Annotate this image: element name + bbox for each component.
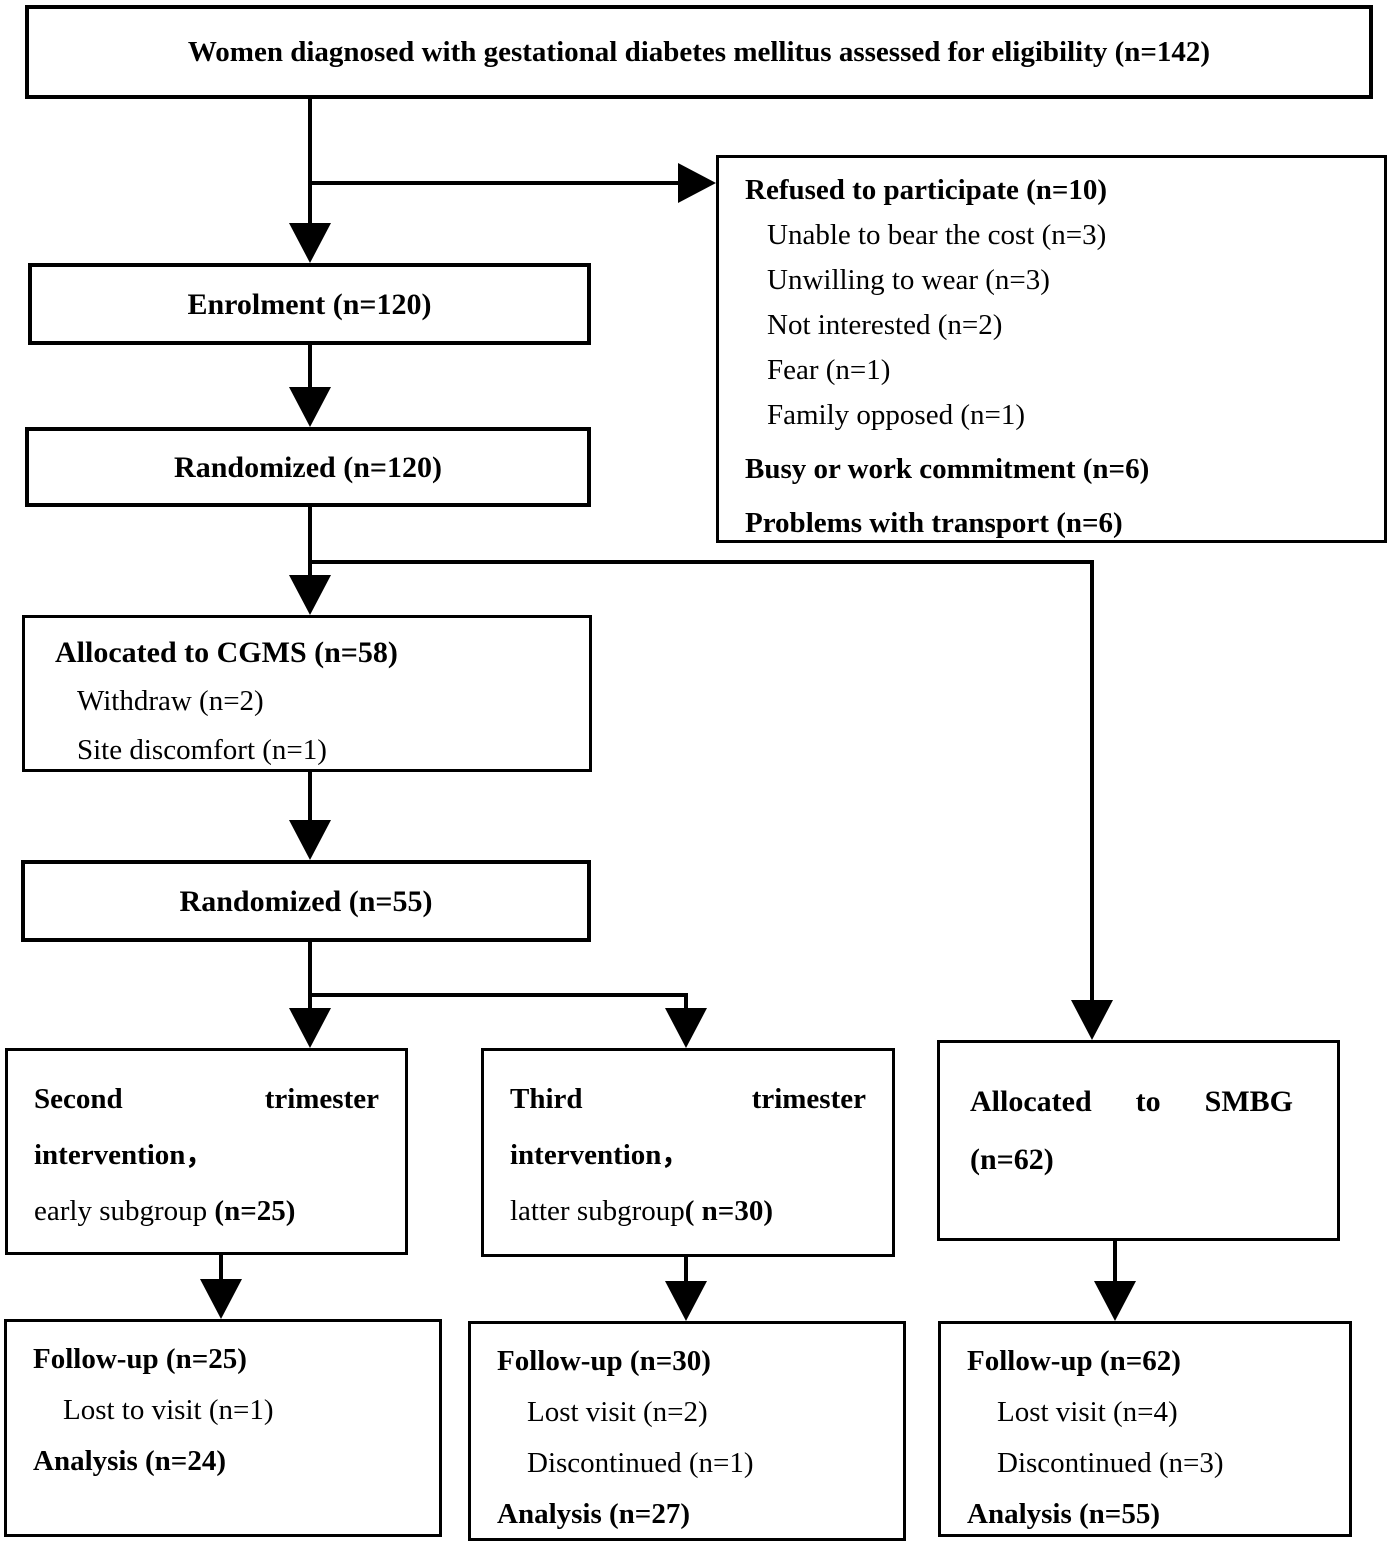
smbg-word2: to bbox=[1135, 1085, 1161, 1118]
third-subgroup-n: ( n=30) bbox=[684, 1195, 773, 1227]
third-trimester-line1: Third trimester bbox=[510, 1071, 866, 1127]
followup25-box: Follow-up (n=25) Lost to visit (n=1) Ana… bbox=[4, 1319, 442, 1537]
arrowhead-to-refused bbox=[678, 163, 716, 203]
smbg-word3: SMBG bbox=[1204, 1085, 1293, 1118]
smbg-line1: Allocated to SMBG bbox=[970, 1073, 1293, 1131]
followup30-line4: Analysis (n=27) bbox=[497, 1498, 690, 1530]
enrolment-box: Enrolment (n=120) bbox=[28, 263, 591, 345]
refused-box: Refused to participate (n=10) Unable to … bbox=[716, 155, 1387, 543]
second-trimester-line3: early subgroup (n=25) bbox=[34, 1183, 379, 1239]
smbg-word1: Allocated bbox=[970, 1085, 1092, 1118]
eligibility-title: Women diagnosed with gestational diabete… bbox=[187, 35, 1211, 68]
followup25-line2: Lost to visit (n=1) bbox=[63, 1394, 274, 1426]
second-trimester-line1: Second trimester bbox=[34, 1071, 379, 1127]
followup25-line3: Analysis (n=24) bbox=[33, 1445, 226, 1477]
followup30-box: Follow-up (n=30) Lost visit (n=2) Discon… bbox=[468, 1321, 906, 1541]
arrowhead-to-randomized120 bbox=[289, 387, 331, 427]
connector-to-refused bbox=[308, 181, 678, 185]
connector-smbg-followup bbox=[1113, 1241, 1117, 1285]
arrowhead-to-second bbox=[289, 1008, 331, 1048]
connector-top-vertical bbox=[308, 99, 312, 227]
smbg-line2: (n=62) bbox=[970, 1143, 1054, 1176]
randomized55-box: Randomized (n=55) bbox=[21, 860, 591, 942]
cgms-item: Withdraw (n=2) bbox=[77, 685, 264, 717]
third-subgroup-label: latter subgroup bbox=[510, 1195, 685, 1227]
arrowhead-to-followup25 bbox=[200, 1279, 242, 1319]
connector-enrolment-randomized bbox=[308, 345, 312, 391]
followup30-line2: Lost visit (n=2) bbox=[527, 1396, 708, 1428]
connector-randomized-cgms bbox=[308, 507, 312, 579]
connector-branch-third bbox=[308, 993, 688, 997]
third-word2: trimester bbox=[751, 1083, 866, 1115]
connector-to-third bbox=[684, 993, 688, 1013]
arrowhead-to-cgms bbox=[289, 575, 331, 615]
refused-reason: Family opposed (n=1) bbox=[767, 399, 1025, 431]
randomized55-title: Randomized (n=55) bbox=[179, 884, 433, 918]
enrolment-title: Enrolment (n=120) bbox=[187, 287, 432, 321]
refused-title: Refused to participate (n=10) bbox=[745, 174, 1108, 206]
followup62-line1: Follow-up (n=62) bbox=[967, 1345, 1181, 1377]
arrowhead-to-followup30 bbox=[665, 1281, 707, 1321]
third-trimester-line3: latter subgroup( n=30) bbox=[510, 1183, 866, 1239]
arrowhead-to-enrolment bbox=[289, 223, 331, 263]
followup25-line1: Follow-up (n=25) bbox=[33, 1343, 247, 1375]
arrowhead-to-third bbox=[665, 1008, 707, 1048]
randomized120-title: Randomized (n=120) bbox=[174, 450, 442, 484]
third-trimester-line2: intervention， bbox=[510, 1139, 691, 1171]
refused-reason: Unwilling to wear (n=3) bbox=[767, 264, 1050, 296]
refused-reason: Not interested (n=2) bbox=[767, 309, 1003, 341]
connector-right-to-smbg bbox=[1090, 560, 1094, 1004]
connector-third-followup bbox=[684, 1257, 688, 1285]
refused-busy: Busy or work commitment (n=6) bbox=[745, 453, 1150, 485]
followup62-line3: Discontinued (n=3) bbox=[997, 1447, 1224, 1479]
third-trimester-box: Third trimester intervention， latter sub… bbox=[481, 1048, 895, 1257]
followup30-line3: Discontinued (n=1) bbox=[527, 1447, 754, 1479]
second-word2: trimester bbox=[264, 1083, 379, 1115]
second-trimester-line2: intervention， bbox=[34, 1139, 215, 1171]
second-trimester-box: Second trimester intervention， early sub… bbox=[5, 1048, 408, 1255]
eligibility-box: Women diagnosed with gestational diabete… bbox=[25, 5, 1373, 99]
followup62-box: Follow-up (n=62) Lost visit (n=4) Discon… bbox=[938, 1321, 1352, 1537]
cgms-title: Allocated to CGMS (n=58) bbox=[55, 636, 398, 669]
connector-cgms-randomized55 bbox=[308, 772, 312, 824]
refused-reason: Fear (n=1) bbox=[767, 354, 891, 386]
second-subgroup-n: (n=25) bbox=[214, 1195, 296, 1227]
arrowhead-to-randomized55 bbox=[289, 820, 331, 860]
arrowhead-to-smbg bbox=[1071, 1000, 1113, 1040]
followup30-line1: Follow-up (n=30) bbox=[497, 1345, 711, 1377]
refused-transport: Problems with transport (n=6) bbox=[745, 507, 1123, 539]
connector-randomized55-second bbox=[308, 942, 312, 1012]
randomized120-box: Randomized (n=120) bbox=[25, 427, 591, 507]
cgms-item: Site discomfort (n=1) bbox=[77, 734, 327, 766]
followup62-line2: Lost visit (n=4) bbox=[997, 1396, 1178, 1428]
third-word1: Third bbox=[510, 1083, 583, 1115]
refused-reason: Unable to bear the cost (n=3) bbox=[767, 219, 1107, 251]
followup62-line4: Analysis (n=55) bbox=[967, 1498, 1160, 1530]
smbg-box: Allocated to SMBG (n=62) bbox=[937, 1040, 1340, 1241]
arrowhead-to-followup62 bbox=[1094, 1281, 1136, 1321]
connector-second-followup bbox=[219, 1255, 223, 1283]
second-subgroup-label: early subgroup bbox=[34, 1195, 215, 1227]
second-word1: Second bbox=[34, 1083, 123, 1115]
connector-branch-right bbox=[308, 560, 1094, 564]
cgms-box: Allocated to CGMS (n=58) Withdraw (n=2) … bbox=[22, 615, 592, 772]
